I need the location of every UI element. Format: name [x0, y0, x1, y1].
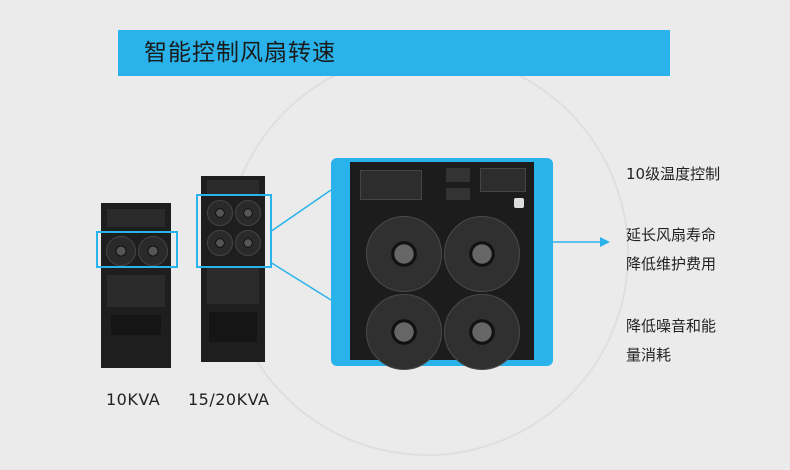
fan-icon [207, 200, 233, 226]
rear-panel-closeup [350, 162, 534, 370]
section-title: 智能控制风扇转速 [144, 40, 336, 66]
feature-reduce-noise-cont: 量消耗 [626, 346, 672, 364]
fan-icon [444, 216, 520, 292]
fan-highlight-10kva [96, 231, 178, 268]
ups-10kva-image [101, 203, 171, 368]
section-title-banner: 智能控制风扇转速 [118, 30, 670, 76]
fan-icon [138, 236, 168, 266]
fan-icon [444, 294, 520, 370]
fan-icon [366, 216, 442, 292]
fan-icon [235, 200, 261, 226]
ups-15-20kva-image [201, 176, 265, 362]
feature-reduce-maintenance: 降低维护费用 [626, 255, 717, 273]
fan-highlight-15-20kva [196, 194, 272, 268]
feature-extend-fan-life: 延长风扇寿命 [626, 226, 717, 244]
fan-icon [235, 230, 261, 256]
product-label-15-20kva: 15/20KVA [188, 390, 270, 409]
fan-icon [207, 230, 233, 256]
fan-icon [106, 236, 136, 266]
product-label-10kva: 10KVA [106, 390, 161, 409]
fan-icon [366, 294, 442, 370]
feature-temperature-control: 10级温度控制 [626, 165, 721, 183]
feature-reduce-noise: 降低噪音和能 [626, 317, 717, 335]
